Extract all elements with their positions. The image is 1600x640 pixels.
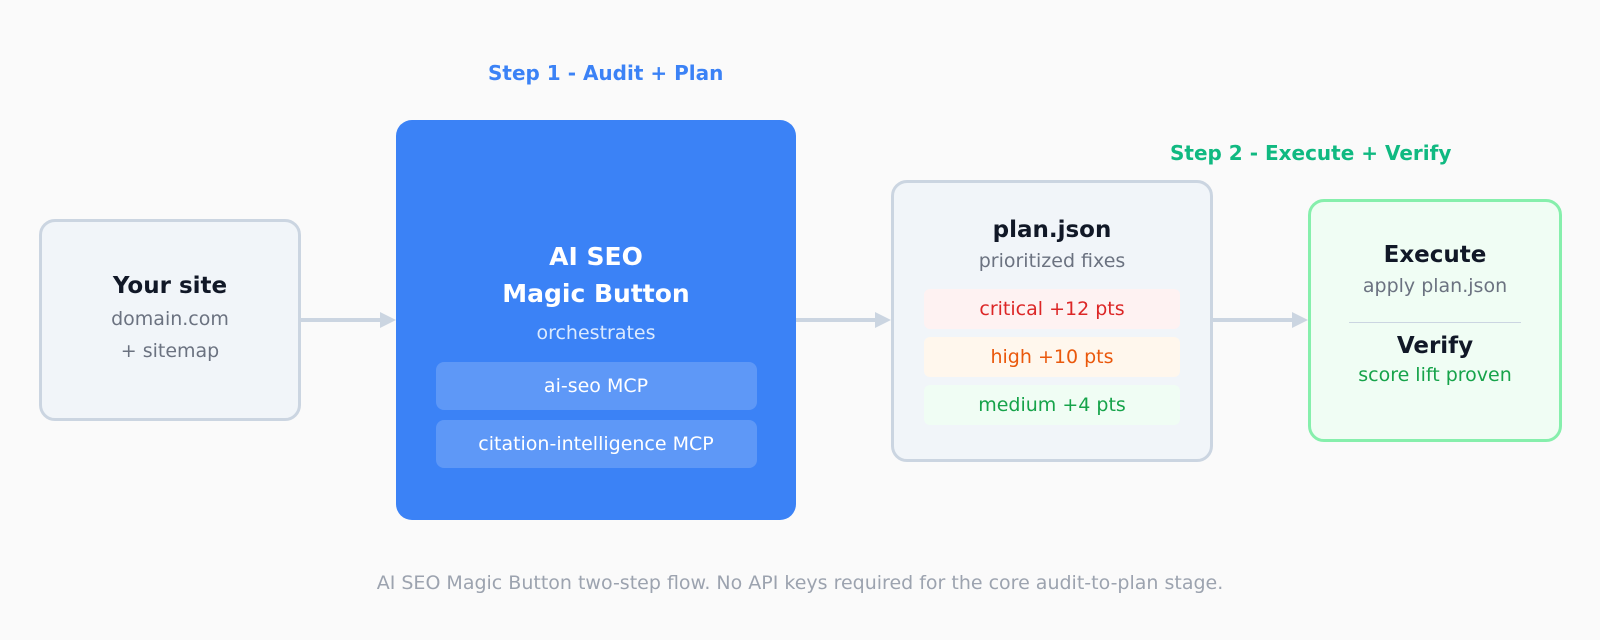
plan-json-subtitle: prioritized fixes — [978, 250, 1126, 272]
ai-seo-mcp-pill: ai-seo MCP — [435, 362, 757, 410]
arrow-magic-to-plan — [796, 312, 891, 328]
verify-title: Verify — [1396, 333, 1474, 359]
your-site-sitemap: + sitemap — [120, 340, 220, 362]
diagram-caption: AI SEO Magic Button two-step flow. No AP… — [376, 572, 1224, 594]
magic-button-title-line2: Magic Button — [502, 279, 690, 308]
execute-title: Execute — [1383, 242, 1487, 268]
plan-json-node: plan.json prioritized fixes critical +12… — [891, 180, 1213, 462]
your-site-node: Your site domain.com + sitemap — [39, 219, 301, 421]
verify-subtitle: score lift proven — [1358, 364, 1512, 386]
citation-intelligence-mcp-pill: citation-intelligence MCP — [435, 420, 757, 468]
your-site-domain: domain.com — [111, 308, 229, 330]
execute-verify-divider — [1349, 322, 1521, 323]
step1-label: Step 1 - Audit + Plan — [488, 61, 724, 85]
step2-label: Step 2 - Execute + Verify — [1170, 141, 1452, 165]
execute-subtitle: apply plan.json — [1362, 275, 1508, 297]
arrow-plan-to-execute — [1213, 312, 1308, 328]
fix-medium-pill: medium +4 pts — [924, 385, 1180, 425]
magic-button-node: AI SEO Magic Button orchestrates ai-seo … — [396, 120, 796, 520]
plan-json-title: plan.json — [992, 217, 1112, 243]
arrow-site-to-magic — [301, 312, 396, 328]
magic-button-subtitle: orchestrates — [536, 322, 656, 344]
your-site-title: Your site — [112, 273, 228, 299]
execute-verify-node: Execute apply plan.json Verify score lif… — [1308, 199, 1562, 442]
fix-critical-pill: critical +12 pts — [924, 289, 1180, 329]
fix-high-pill: high +10 pts — [924, 337, 1180, 377]
magic-button-title-line1: AI SEO — [549, 242, 643, 271]
